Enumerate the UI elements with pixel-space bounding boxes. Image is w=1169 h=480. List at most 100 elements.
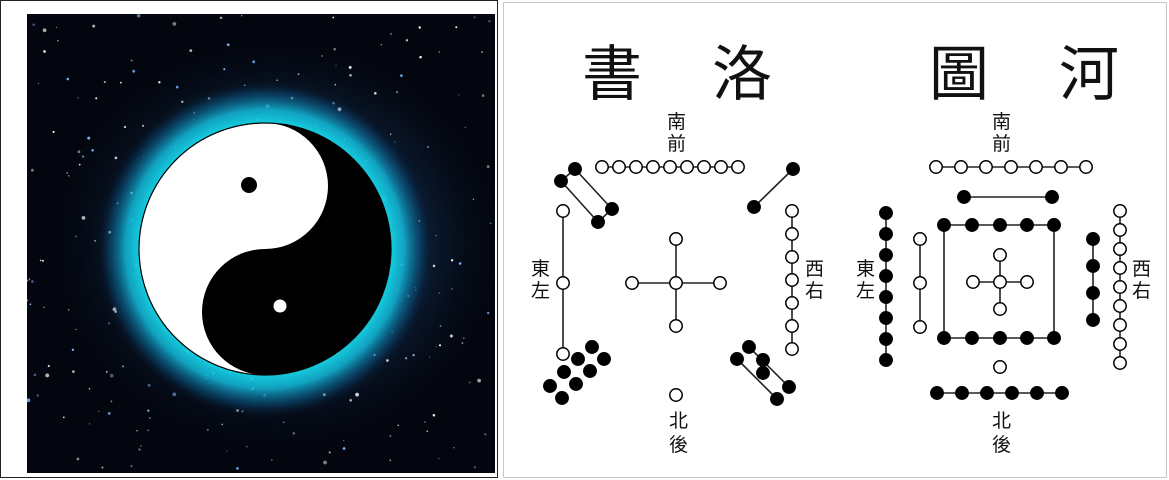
he-tu-west-inner-four-dot (1087, 314, 1099, 326)
luo-shu-west-seven-dot (786, 251, 798, 263)
star (389, 435, 391, 437)
luo-shu-northwest-six-dot (757, 367, 769, 379)
star (465, 127, 466, 128)
star (426, 430, 428, 432)
star (72, 349, 74, 351)
star (439, 344, 441, 346)
star (40, 260, 42, 262)
star (108, 322, 110, 324)
luo-shu-southeast-four-dot (555, 175, 567, 187)
he-tu-east-outer-eight-dot (880, 270, 892, 282)
star (419, 56, 422, 59)
star (271, 460, 272, 461)
star (120, 82, 122, 84)
luo-shu-south-nine-dot (715, 161, 727, 173)
he-tu-title: 圖 河 (929, 40, 1119, 110)
star (43, 28, 47, 32)
he-tu-south-outer-seven-dot (980, 161, 992, 173)
luo-shu-northwest-line-a (749, 347, 789, 387)
star (463, 337, 465, 339)
he-tu-center-ten-dot (1021, 219, 1033, 231)
he-tu-center-ten-dot (1021, 332, 1033, 344)
star (92, 25, 95, 28)
star (89, 388, 91, 390)
luo-shu-northeast-eight-dot (598, 353, 610, 365)
he-tu-south-label-1: 南 (992, 111, 1011, 133)
hetu-luoshu-diagram-panel: 書 洛 圖 河 南 前 東 左 西 右 北 後 南 前 東 左 西 右 北 後 (503, 2, 1167, 478)
star (75, 329, 77, 331)
he-tu-east-outer-eight-dot (880, 228, 892, 240)
star (433, 414, 436, 417)
star (436, 235, 437, 236)
luo-shu-east-label-2: 左 (531, 280, 550, 302)
star (343, 440, 344, 441)
star (67, 78, 70, 81)
star (490, 222, 492, 224)
yin-dot (241, 177, 257, 193)
luo-shu-east-three-dot (557, 277, 569, 289)
luo-shu-northeast-eight-dot (572, 353, 584, 365)
star (132, 70, 135, 73)
star (68, 309, 69, 310)
star (390, 460, 391, 461)
star (82, 156, 84, 158)
he-tu-north-outer-six-dot (1031, 387, 1043, 399)
star (108, 412, 111, 415)
star (438, 292, 440, 294)
star (106, 371, 108, 373)
star (98, 411, 99, 412)
he-tu-south-label-2: 前 (992, 133, 1011, 155)
he-tu-south-inner-two-dot (1046, 191, 1058, 203)
star (53, 131, 55, 133)
he-tu-north-outer-six-dot (1056, 387, 1068, 399)
luo-shu-center-five-dot (670, 320, 682, 332)
he-tu-south-outer-seven-dot (955, 161, 967, 173)
he-tu-west-inner-four-dot (1087, 287, 1099, 299)
he-tu-center-ten-dot (994, 219, 1006, 231)
star (95, 97, 97, 99)
star (487, 165, 490, 168)
star (158, 81, 160, 83)
star (31, 169, 34, 172)
he-tu-south-outer-seven-dot (1030, 161, 1042, 173)
star (481, 51, 483, 53)
luo-shu-southwest-two-dot (748, 201, 760, 213)
luo-shu-south-nine-dot (698, 161, 710, 173)
star (43, 307, 44, 308)
he-tu-center-five-dot (994, 276, 1006, 288)
star (343, 447, 346, 450)
star (48, 365, 50, 367)
he-tu-center-ten-dot (966, 332, 978, 344)
he-tu-east-outer-eight-dot (880, 312, 892, 324)
star (189, 49, 192, 52)
luo-shu-south-label-2: 前 (667, 133, 686, 155)
luo-shu-west-seven-dot (786, 343, 798, 355)
luo-shu-northwest-six-dot (757, 354, 769, 366)
yin-yang-icon (139, 123, 391, 375)
star (142, 125, 144, 127)
he-tu-center-ten-dot (938, 219, 950, 231)
star (453, 447, 454, 448)
star (56, 27, 57, 28)
luo-shu-northeast-eight-dot (544, 380, 556, 392)
luo-shu-south-nine-dot (630, 161, 642, 173)
he-tu-east-outer-eight-dot (880, 207, 892, 219)
yin-yang-space-scene (27, 14, 495, 473)
luo-shu-east-label-1: 東 (531, 258, 550, 280)
star (429, 356, 430, 357)
he-tu-west-inner-four-dot (1087, 260, 1099, 272)
star (381, 44, 382, 45)
star (131, 60, 133, 62)
luo-shu-south-nine-dot (681, 161, 693, 173)
he-tu-north-outer-six-dot (956, 387, 968, 399)
luo-shu-northwest-six-dot (743, 341, 755, 353)
star (207, 429, 209, 431)
luo-shu-southwest-line (754, 169, 793, 207)
star (406, 39, 408, 41)
star (246, 446, 247, 447)
star (173, 22, 177, 26)
luo-shu-west-label-1: 西 (805, 258, 824, 280)
luo-shu-north-one-dot (670, 389, 682, 401)
he-tu-north-label-2: 後 (992, 434, 1011, 456)
he-tu-east-inner-three-dot (914, 233, 926, 245)
